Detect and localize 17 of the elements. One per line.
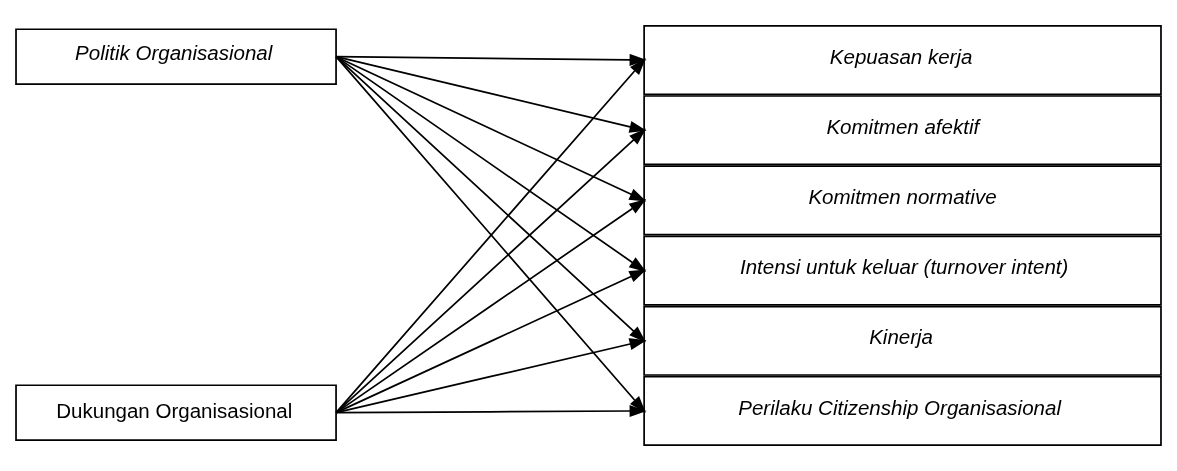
node-box: Perilaku Citizenship Organisasional — [643, 375, 1162, 446]
node-box: Intensi untuk keluar (turnover intent) — [643, 235, 1162, 306]
node-box: Komitmen afektif — [643, 95, 1162, 166]
arrow — [335, 128, 647, 414]
arrow — [335, 405, 647, 417]
arrow — [335, 198, 647, 414]
arrow — [335, 55, 647, 133]
node-box: Politik Organisasional — [15, 28, 337, 85]
node-box: Dukungan Organisasional — [15, 384, 337, 441]
arrow — [335, 55, 647, 273]
node-box: Kinerja — [643, 305, 1162, 376]
arrow — [335, 338, 647, 414]
arrow — [335, 55, 647, 343]
arrow — [335, 55, 647, 202]
arrow — [335, 269, 647, 414]
node-box: Kepuasan kerja — [643, 25, 1162, 96]
node-box: Komitmen normative — [643, 165, 1162, 236]
